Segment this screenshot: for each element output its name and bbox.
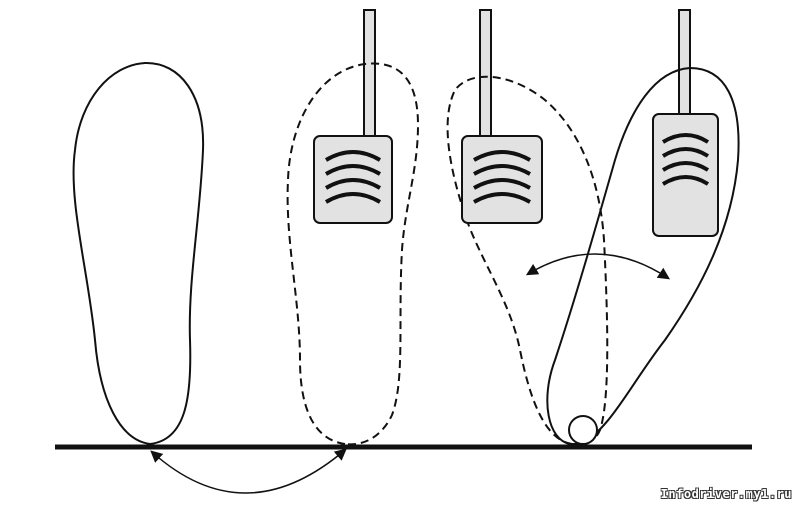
heel-pivot-icon bbox=[568, 415, 598, 445]
left-foot-icon bbox=[72, 61, 205, 446]
pedal-3-rod bbox=[678, 9, 691, 115]
pedal-pad-2 bbox=[461, 135, 543, 224]
pedal-1-rod bbox=[363, 9, 376, 137]
pedal-pad-1 bbox=[313, 135, 393, 224]
dashed-foot-1-icon bbox=[286, 62, 420, 446]
dashed-foot-2-icon bbox=[446, 75, 609, 446]
watermark-text: Infodriver.my1.ru bbox=[660, 487, 792, 501]
shift-arrow-icon bbox=[150, 448, 347, 494]
rotation-arrow-icon bbox=[525, 253, 671, 280]
right-foot-icon bbox=[546, 66, 740, 445]
pedal-2-rod bbox=[479, 9, 492, 137]
pedal-pad-3 bbox=[652, 113, 719, 237]
